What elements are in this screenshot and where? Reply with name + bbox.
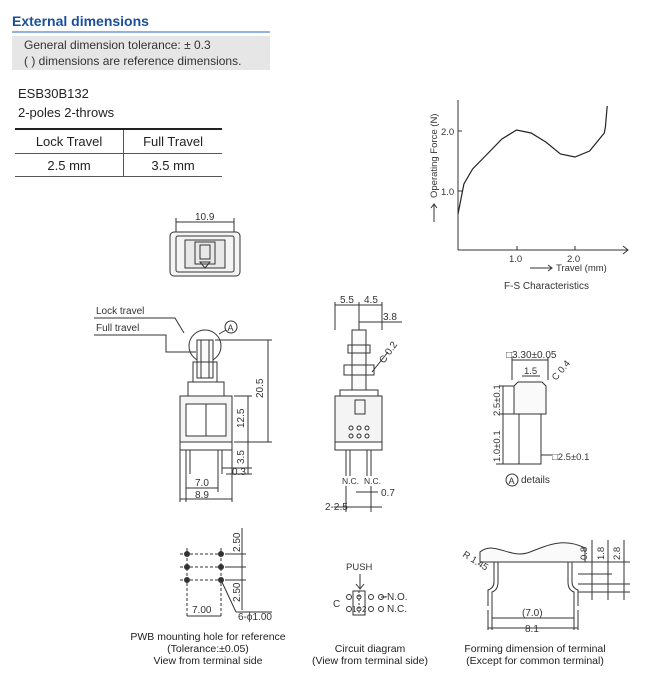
- circuit-label-c: C: [333, 599, 340, 610]
- side-view-body: [334, 395, 383, 443]
- fs-ylabel-arrow: [430, 203, 438, 222]
- pole-config: 2-poles 2-throws: [18, 105, 115, 120]
- detail-view: □3.30±0.05 1.5 C 0.4 2.5±0.1 1.0±0.1 □2.…: [492, 350, 589, 487]
- table-header-lock: Lock Travel: [15, 128, 124, 154]
- fs-ylabel: Operating Force (N): [429, 114, 440, 198]
- top-view-dim-width: 10.9: [195, 212, 215, 223]
- forming-caption-1: Forming dimension of terminal: [464, 643, 606, 655]
- detail-marker-a: A: [509, 476, 515, 486]
- full-leader: [94, 334, 196, 353]
- forming-caption-2: (Except for common terminal): [466, 655, 604, 667]
- dim-square-3-30: □3.30±0.05: [506, 350, 557, 361]
- dim-1-0-detail: 1.0±0.1: [492, 430, 503, 462]
- pwb-dim-2-50-top: 2.50: [232, 532, 243, 552]
- tolerance-note-2: ( ) dimensions are reference dimensions.: [24, 54, 242, 68]
- dim-8-9: 8.9: [195, 490, 209, 501]
- circuit-label-nc: N.C.: [387, 604, 407, 615]
- table-cell-lock: 2.5 mm: [15, 153, 124, 177]
- fs-xlabel: Travel (mm): [556, 263, 607, 274]
- dim-20-5: 20.5: [255, 378, 266, 398]
- circuit-caption-1: Circuit diagram: [334, 643, 406, 655]
- chamfer-c02: C 0.2: [377, 339, 400, 365]
- fs-caption: F-S Characteristics: [504, 281, 589, 292]
- dim-2-2-5: 2-2.5: [325, 502, 348, 513]
- dim-0-7: 0.7: [381, 488, 395, 499]
- circuit-view: PUSH C 1 2 N.O. N.C.: [333, 562, 408, 616]
- fs-chart: 2.0 1.0 1.0 2.0 Travel (mm) Operating Fo…: [429, 100, 629, 292]
- title-underline: [12, 31, 270, 33]
- circuit-num-2: 2: [362, 605, 367, 614]
- marker-a: A: [228, 323, 234, 333]
- forming-dim-7-0: (7.0): [522, 608, 543, 619]
- model-name: ESB30B132: [18, 86, 89, 101]
- label-full-travel: Full travel: [96, 323, 139, 334]
- pwb-view: 2.50 2.50 7.00 6-ϕ1.00: [180, 528, 272, 623]
- tolerance-note-1: General dimension tolerance: ± 0.3: [24, 38, 211, 52]
- circuit-num-1: 1: [352, 605, 357, 614]
- pwb-dim-holes: 6-ϕ1.00: [238, 612, 272, 623]
- fs-x-arrow: [622, 245, 629, 255]
- section-title: External dimensions: [12, 13, 149, 29]
- fs-xtick-label-2: 2.0: [567, 254, 580, 265]
- pwb-caption-1: PWB mounting hole for reference: [130, 631, 286, 643]
- dim-2-5-detail: 2.5±0.1: [492, 384, 503, 416]
- fs-curve: [457, 105, 608, 215]
- travel-table: Lock Travel Full Travel 2.5 mm 3.5 mm: [15, 128, 222, 177]
- detail-caption: details: [521, 475, 550, 486]
- dim-5-5: 5.5: [340, 295, 354, 306]
- table-header-full: Full Travel: [123, 128, 222, 154]
- pwb-caption-2: (Tolerance:±0.05): [167, 643, 249, 655]
- dim-3-5: 3.5: [236, 450, 247, 464]
- fs-xtick-label-1: 1.0: [509, 254, 522, 265]
- fs-ytick-label-1: 1.0: [441, 187, 454, 198]
- circuit-label-no: N.O.: [387, 592, 408, 603]
- marker-a-circle: [224, 320, 238, 334]
- forming-dim-2-8: 2.8: [612, 547, 623, 560]
- table-cell-full: 3.5 mm: [123, 153, 222, 177]
- dim-3-8: 3.8: [383, 312, 397, 323]
- fs-xlabel-arrow: [530, 264, 553, 272]
- label-nc-right: N.C.: [364, 476, 381, 486]
- forming-dim-0-8: 0.8: [579, 547, 590, 560]
- dim-1-5: 1.5: [524, 366, 537, 377]
- fs-ytick-label-2: 2.0: [441, 127, 454, 138]
- top-view: 10.9: [169, 212, 241, 277]
- dim-12-5: 12.5: [236, 408, 247, 428]
- side-view: 5.5 4.5 3.8 C 0.2 N.C. N.C. 0.7 2-2.5: [325, 295, 402, 513]
- forming-dim-1-8: 1.8: [596, 547, 607, 560]
- dim-0-3: 0.3: [232, 467, 246, 478]
- pwb-caption-3: View from terminal side: [153, 655, 263, 667]
- dim-pin-2-5: □2.5±0.1: [552, 452, 589, 463]
- dim-4-5: 4.5: [364, 295, 378, 306]
- label-lock-travel: Lock travel: [96, 306, 144, 317]
- label-nc-left: N.C.: [342, 476, 359, 486]
- chamfer-c04: C 0.4: [550, 358, 573, 382]
- forming-view: R 1.45 0.8 1.8 2.8 (7.0) 8.1: [460, 540, 630, 635]
- lock-leader: [94, 317, 185, 334]
- circuit-push: PUSH: [346, 562, 373, 573]
- pwb-dim-7-00: 7.00: [192, 605, 212, 616]
- pwb-dim-2-50-bottom: 2.50: [232, 582, 243, 602]
- front-view: Lock travel Full travel A 20.5 12.5 3.5 …: [94, 306, 272, 502]
- tolerance-box: [12, 36, 270, 70]
- dim-7-0: 7.0: [195, 478, 209, 489]
- circuit-caption-2: (View from terminal side): [312, 655, 428, 667]
- forming-dim-8-1: 8.1: [525, 624, 539, 635]
